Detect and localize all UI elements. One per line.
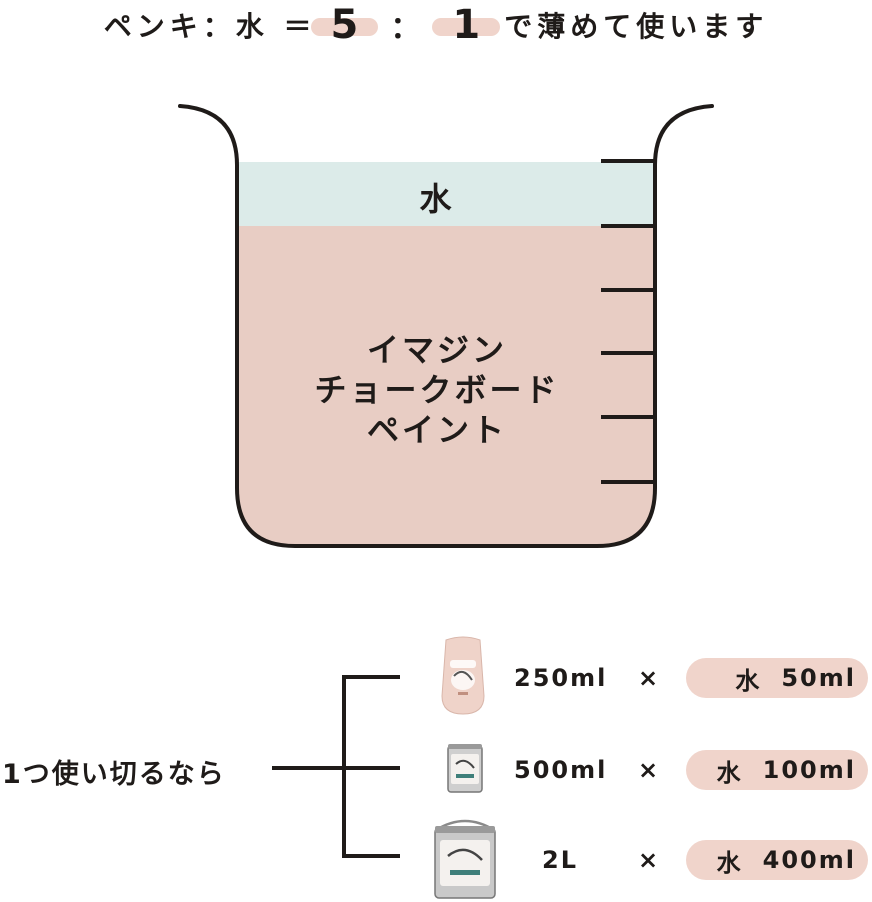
times-symbol: × <box>638 846 659 874</box>
water-amount-50: 水 50ml <box>686 658 868 698</box>
water-label: 水 <box>716 758 741 787</box>
paint-volume-500: 500ml <box>514 756 608 784</box>
bracket-lines <box>272 675 400 858</box>
paint-volume-250: 250ml <box>514 664 608 692</box>
paint-ratio-value: 5 <box>330 2 359 48</box>
beaker-outline <box>178 104 714 548</box>
large-can-icon <box>434 819 496 899</box>
title-suffix: で薄めて使います <box>504 10 769 43</box>
title-water-ratio: 1 <box>432 2 501 48</box>
water-layer <box>237 162 655 226</box>
paint-label-line1: イマジン <box>366 331 507 369</box>
water-label: 水 <box>716 848 741 877</box>
title-colon: ： <box>390 11 421 46</box>
water-layer-label: 水 <box>419 180 455 218</box>
times-symbol: × <box>638 664 659 692</box>
water-amount-400: 水 400ml <box>686 840 868 880</box>
paint-label-line2: チョークボード <box>314 371 560 409</box>
water-volume: 100ml <box>762 756 856 784</box>
water-volume: 50ml <box>781 664 856 692</box>
water-volume: 400ml <box>762 846 856 874</box>
title-paint-ratio: 5 <box>310 2 379 48</box>
small-can-icon <box>447 744 483 793</box>
paint-layer <box>237 226 655 546</box>
usage-label: 1つ使い切るなら <box>2 759 226 790</box>
water-label: 水 <box>735 666 760 695</box>
title-prefix: ペンキ：水 ＝ <box>103 10 317 43</box>
title: ペンキ：水 ＝ 5 ： 1 で薄めて使います <box>0 0 872 50</box>
pouch-icon <box>441 636 485 715</box>
beaker-diagram <box>178 104 714 548</box>
paint-volume-2l: 2L <box>542 846 578 874</box>
times-symbol: × <box>638 756 659 784</box>
paint-layer-label: イマジン チョークボード ペイント <box>240 330 634 450</box>
water-ratio-value: 1 <box>452 2 481 48</box>
water-amount-100: 水 100ml <box>686 750 868 790</box>
paint-label-line3: ペイント <box>366 411 507 449</box>
graduation-marks <box>601 159 655 484</box>
